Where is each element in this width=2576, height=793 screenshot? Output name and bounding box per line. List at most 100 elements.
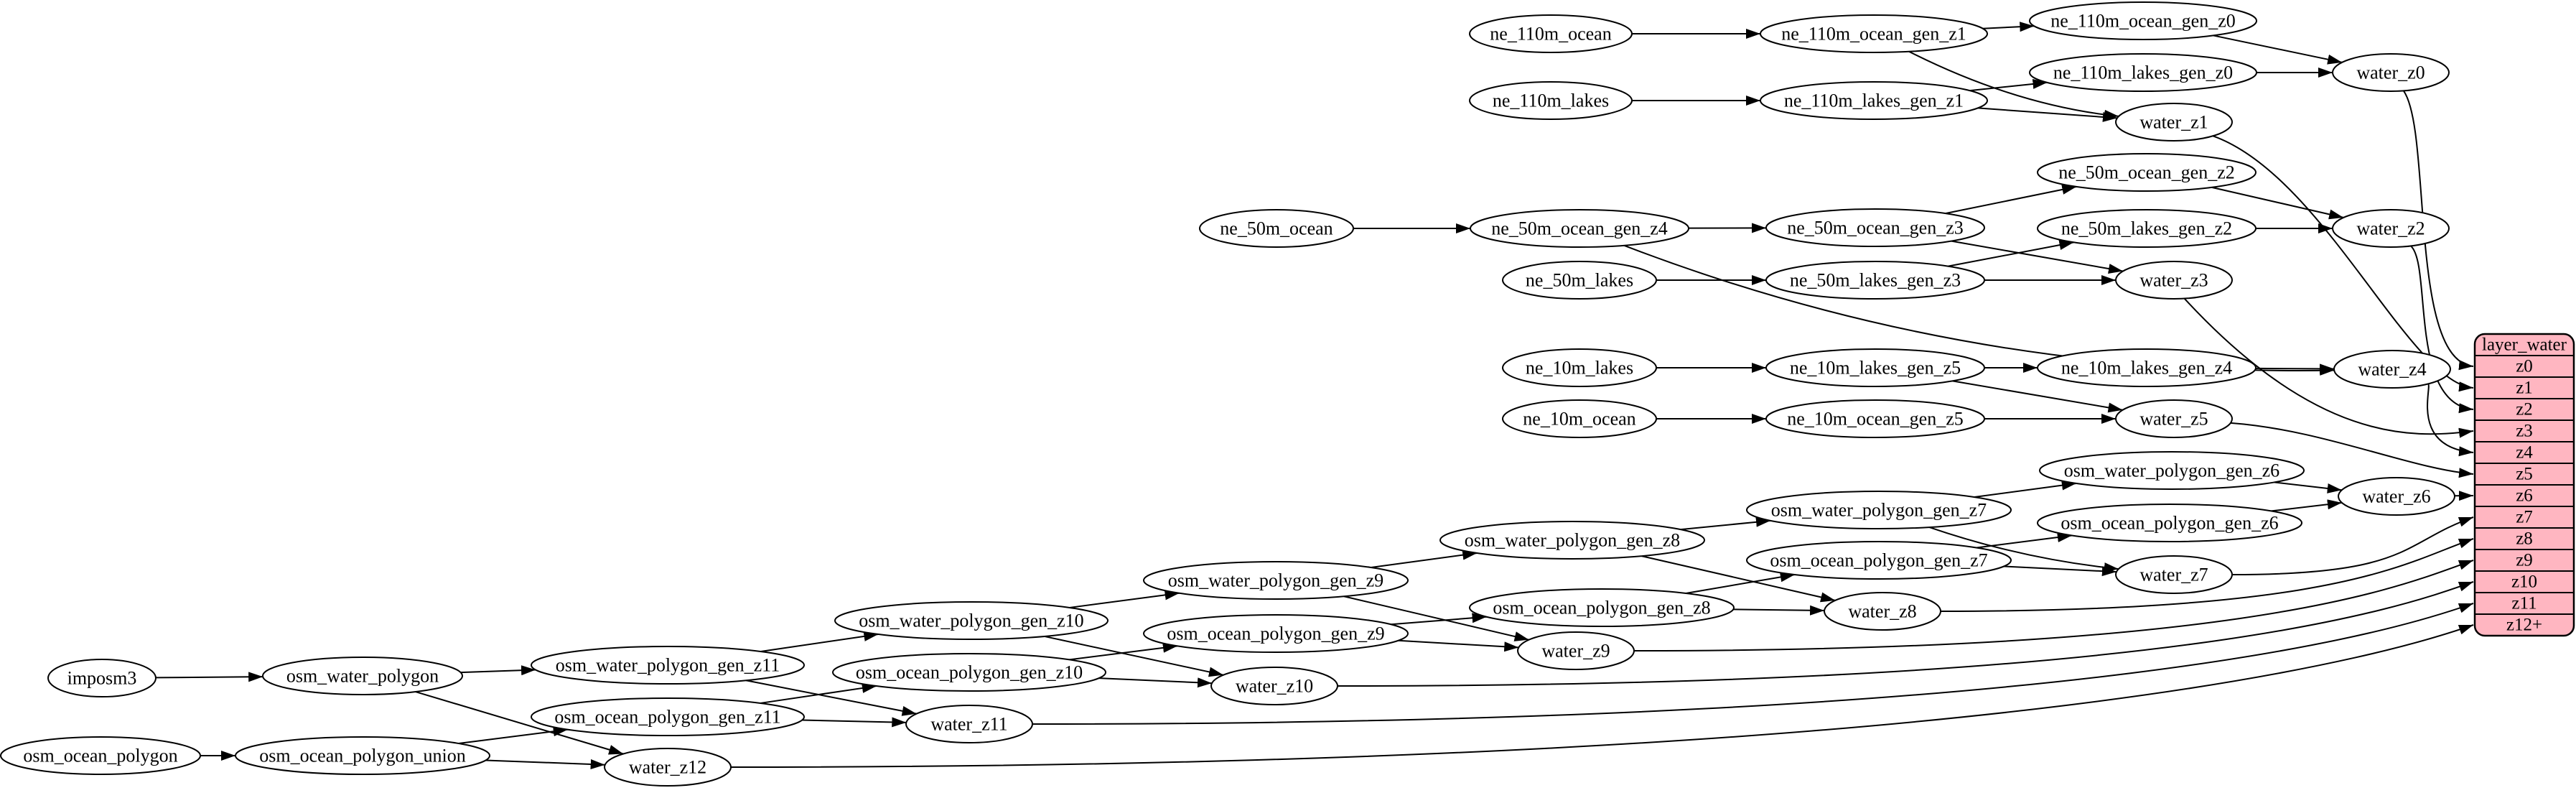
edge-osm_ocean_polygon_gen_z6-to-water_z6 <box>2272 503 2342 511</box>
table-row-z1: z1 <box>2516 379 2533 398</box>
layer-water-table: layer_waterz0z1z2z3z4z5z6z7z8z9z10z11z12… <box>2475 334 2574 636</box>
node-label: ne_50m_ocean_gen_z3 <box>1787 218 1963 238</box>
edge-ne_50m_ocean_gen_z4-to-water_z4 <box>1624 246 2334 371</box>
edges <box>156 26 2473 767</box>
node-ne_50m_ocean: ne_50m_ocean <box>1200 210 1353 247</box>
node-label: osm_water_polygon_gen_z10 <box>859 611 1083 631</box>
node-label: osm_ocean_polygon_gen_z10 <box>856 662 1083 683</box>
edge-ne_50m_ocean_gen_z2-to-water_z2 <box>2212 187 2343 218</box>
node-label: osm_water_polygon_gen_z11 <box>556 655 780 676</box>
edge-ne_50m_lakes_gen_z3-to-ne_50m_lakes_gen_z2 <box>1949 242 2074 266</box>
node-label: ne_110m_ocean_gen_z0 <box>2050 11 2236 32</box>
node-label: water_z1 <box>2139 112 2208 133</box>
node-osm_ocean_polygon_gen_z11: osm_ocean_polygon_gen_z11 <box>531 698 804 736</box>
node-osm_ocean_polygon_gen_z6: osm_ocean_polygon_gen_z6 <box>2038 504 2302 542</box>
node-ne_50m_ocean_gen_z2: ne_50m_ocean_gen_z2 <box>2038 154 2256 191</box>
edge-osm_ocean_polygon_gen_z11-to-water_z11 <box>802 720 906 722</box>
node-ne_110m_lakes: ne_110m_lakes <box>1470 82 1632 119</box>
edge-osm_ocean_polygon_gen_z7-to-osm_ocean_polygon_gen_z6 <box>1977 535 2072 547</box>
node-label: ne_10m_ocean <box>1523 409 1635 430</box>
node-label: ne_10m_ocean_gen_z5 <box>1787 409 1963 430</box>
node-osm_water_polygon_gen_z11: osm_water_polygon_gen_z11 <box>531 646 804 684</box>
node-label: ne_50m_ocean <box>1220 218 1333 239</box>
node-ne_110m_ocean: ne_110m_ocean <box>1470 15 1632 52</box>
node-osm_water_polygon_gen_z9: osm_water_polygon_gen_z9 <box>1144 562 1408 599</box>
edge-osm_water_polygon-to-osm_water_polygon_gen_z11 <box>461 669 536 672</box>
node-label: ne_10m_lakes <box>1526 358 1633 379</box>
node-water_z10: water_z10 <box>1211 667 1338 705</box>
node-label: water_z0 <box>2356 62 2425 83</box>
node-label: ne_110m_lakes <box>1493 91 1609 111</box>
node-osm_ocean_polygon_union: osm_ocean_polygon_union <box>235 737 490 774</box>
node-label: osm_ocean_polygon_gen_z8 <box>1493 598 1710 618</box>
node-ne_50m_ocean_gen_z3: ne_50m_ocean_gen_z3 <box>1766 209 1984 246</box>
node-label: osm_ocean_polygon_gen_z7 <box>1770 550 1987 571</box>
node-label: water_z7 <box>2139 565 2208 585</box>
node-label: ne_50m_ocean_gen_z4 <box>1491 218 1667 239</box>
node-water_z4: water_z4 <box>2334 351 2450 388</box>
node-label: ne_10m_lakes_gen_z4 <box>2061 358 2232 379</box>
node-label: osm_water_polygon_gen_z9 <box>1168 570 1383 591</box>
node-label: water_z8 <box>1848 601 1916 622</box>
table-row-z5: z5 <box>2516 465 2533 484</box>
node-label: water_z2 <box>2356 218 2425 239</box>
node-osm_water_polygon: osm_water_polygon <box>263 657 462 695</box>
node-water_z12: water_z12 <box>605 748 731 786</box>
node-water_z5: water_z5 <box>2116 400 2232 437</box>
edge-ne_10m_lakes_gen_z5-to-water_z5 <box>1953 381 2123 409</box>
node-label: ne_110m_lakes_gen_z1 <box>1784 91 1964 111</box>
node-ne_110m_lakes_gen_z1: ne_110m_lakes_gen_z1 <box>1760 82 1987 119</box>
table-row-z10: z10 <box>2511 572 2537 592</box>
node-ne_10m_ocean_gen_z5: ne_10m_ocean_gen_z5 <box>1766 400 1984 437</box>
node-label: osm_ocean_polygon_gen_z9 <box>1167 623 1384 644</box>
node-label: water_z3 <box>2139 270 2208 291</box>
node-osm_water_polygon_gen_z7: osm_water_polygon_gen_z7 <box>1747 491 2011 529</box>
edge-ne_110m_ocean_gen_z0-to-water_z0 <box>2213 35 2342 62</box>
table-row-z3: z3 <box>2516 422 2533 441</box>
table-row-z12+: z12+ <box>2506 616 2542 635</box>
node-label: osm_ocean_polygon_gen_z6 <box>2061 513 2278 534</box>
node-osm_ocean_polygon_gen_z9: osm_ocean_polygon_gen_z9 <box>1144 615 1408 652</box>
table-row-z8: z8 <box>2516 529 2533 549</box>
node-label: osm_ocean_polygon_gen_z11 <box>554 707 780 728</box>
node-label: osm_water_polygon_gen_z7 <box>1771 500 1987 521</box>
node-osm_ocean_polygon: osm_ocean_polygon <box>1 737 200 774</box>
table-title: layer_water <box>2482 335 2567 355</box>
node-label: osm_ocean_polygon <box>23 746 177 766</box>
edge-ne_110m_ocean_gen_z1-to-ne_110m_ocean_gen_z0 <box>1983 26 2035 28</box>
edge-osm_ocean_polygon_gen_z8-to-osm_ocean_polygon_gen_z7 <box>1686 575 1795 593</box>
table-row-z9: z9 <box>2516 551 2533 570</box>
node-water_z8: water_z8 <box>1824 593 1941 630</box>
table-row-z0: z0 <box>2516 357 2533 376</box>
node-osm_ocean_polygon_gen_z8: osm_ocean_polygon_gen_z8 <box>1470 589 1734 626</box>
edge-osm_water_polygon_gen_z9-to-osm_water_polygon_gen_z8 <box>1371 553 1477 567</box>
node-label: osm_water_polygon <box>286 666 439 687</box>
node-ne_110m_ocean_gen_z1: ne_110m_ocean_gen_z1 <box>1760 15 1987 52</box>
node-osm_ocean_polygon_gen_z10: osm_ocean_polygon_gen_z10 <box>833 654 1106 691</box>
edge-osm_water_polygon_gen_z8-to-osm_water_polygon_gen_z7 <box>1681 521 1770 529</box>
node-label: water_z4 <box>2358 359 2426 380</box>
node-ne_10m_lakes: ne_10m_lakes <box>1503 349 1656 386</box>
node-osm_water_polygon_gen_z6: osm_water_polygon_gen_z6 <box>2040 452 2304 489</box>
node-ne_50m_ocean_gen_z4: ne_50m_ocean_gen_z4 <box>1470 210 1689 247</box>
node-osm_water_polygon_gen_z8: osm_water_polygon_gen_z8 <box>1440 521 1704 559</box>
node-ne_110m_ocean_gen_z0: ne_110m_ocean_gen_z0 <box>2030 2 2257 40</box>
node-ne_10m_lakes_gen_z4: ne_10m_lakes_gen_z4 <box>2038 349 2256 386</box>
node-ne_110m_lakes_gen_z0: ne_110m_lakes_gen_z0 <box>2030 54 2257 91</box>
node-label: water_z11 <box>930 714 1007 735</box>
table-row-z6: z6 <box>2516 486 2533 506</box>
node-ne_10m_lakes_gen_z5: ne_10m_lakes_gen_z5 <box>1766 349 1984 386</box>
edge-ne_10m_lakes_gen_z4-to-water_z4 <box>2256 368 2334 369</box>
edge-osm_water_polygon_gen_z10-to-osm_water_polygon_gen_z9 <box>1070 593 1180 608</box>
node-ne_50m_lakes: ne_50m_lakes <box>1503 261 1656 299</box>
table-row-z2: z2 <box>2516 400 2533 419</box>
node-label: ne_110m_ocean <box>1490 24 1611 45</box>
node-ne_50m_lakes_gen_z2: ne_50m_lakes_gen_z2 <box>2038 210 2256 247</box>
node-water_z2: water_z2 <box>2333 210 2449 247</box>
edge-osm_ocean_polygon_gen_z10-to-osm_ocean_polygon_gen_z9 <box>1070 646 1177 659</box>
edge-osm_ocean_polygon_gen_z9-to-water_z9 <box>1398 641 1518 648</box>
edge-osm_ocean_polygon_gen_z8-to-water_z8 <box>1733 609 1824 611</box>
table-row-z4: z4 <box>2516 443 2533 463</box>
